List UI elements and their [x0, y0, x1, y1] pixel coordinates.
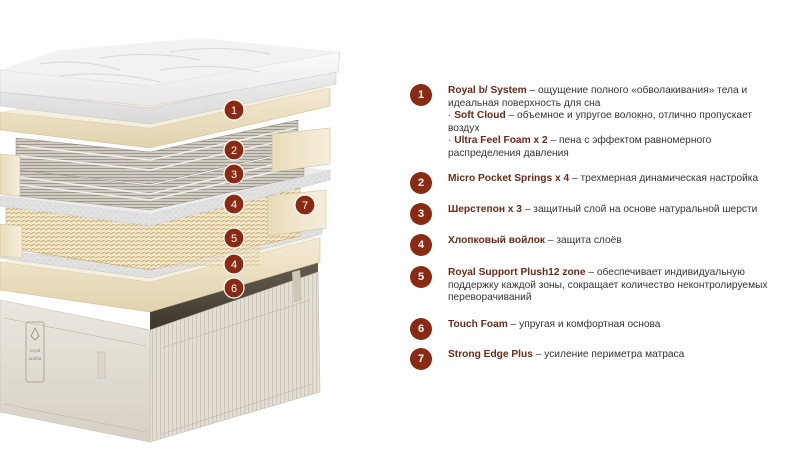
callout-2: 2: [223, 139, 245, 161]
legend-title: Touch Foam: [448, 319, 508, 330]
legend-desc: – упругая и комфортная основа: [507, 319, 661, 330]
legend-subitem-ultra-feel-foam: · Ultra Feel Foam x 2 – пена с эффектом …: [448, 135, 712, 159]
legend-number: 2: [410, 172, 432, 194]
svg-text:4: 4: [231, 199, 237, 211]
callout-3: 3: [223, 163, 245, 185]
legend-title: Micro Pocket Springs x 4: [448, 173, 570, 184]
callout-1: 1: [223, 99, 245, 121]
callout-5: 5: [223, 227, 245, 249]
svg-text:4: 4: [231, 259, 237, 271]
legend-title: Royal Support Plush12 zone: [448, 267, 586, 278]
legend-number: 4: [410, 234, 432, 256]
svg-text:7: 7: [302, 200, 308, 212]
soft-cloud-layer: [0, 69, 337, 125]
callout-6: 6: [223, 277, 245, 299]
svg-text:arabia: arabia: [29, 356, 42, 362]
svg-text:5: 5: [231, 233, 237, 245]
legend-number: 7: [410, 348, 432, 370]
legend-title: Strong Edge Plus: [448, 349, 533, 360]
legend-title: Royal b/ System: [448, 85, 527, 96]
legend-title: Шерстепон x 3: [448, 204, 522, 215]
legend-subitem-soft-cloud: · Soft Cloud – объемное и упругое волокн…: [448, 110, 753, 134]
legend-number: 6: [410, 318, 432, 340]
svg-text:6: 6: [231, 283, 237, 295]
mattress-base: royal arabia: [0, 252, 321, 443]
callout-7: 7: [294, 194, 316, 216]
legend-number: 1: [410, 84, 432, 106]
legend-desc: – трехмерная динамическая настройка: [569, 173, 759, 184]
svg-text:3: 3: [231, 169, 237, 181]
svg-text:1: 1: [231, 105, 237, 117]
micro-pocket-springs-layer: [0, 119, 331, 197]
legend-number: 5: [410, 266, 432, 288]
callout-4b: 4: [223, 253, 245, 275]
quilted-top-layer: [0, 38, 341, 107]
svg-text:2: 2: [231, 145, 237, 157]
legend-desc: – ощущение полного «обволакивания» тела …: [448, 85, 748, 109]
legend-number: 3: [410, 203, 432, 225]
svg-text:royal: royal: [30, 348, 41, 354]
brand-logo: royal arabia: [25, 321, 45, 383]
legend-desc: – защита слоёв: [545, 235, 622, 246]
legend-title: Хлопковый войлок: [448, 235, 546, 246]
legend-desc: – обеспечивает индивидуальную поддержку …: [448, 267, 768, 304]
legend-desc: – защитный слой на основе натуральной ше…: [521, 204, 758, 215]
callout-4: 4: [223, 193, 245, 215]
legend-desc: – усиление периметра матраса: [532, 349, 685, 360]
